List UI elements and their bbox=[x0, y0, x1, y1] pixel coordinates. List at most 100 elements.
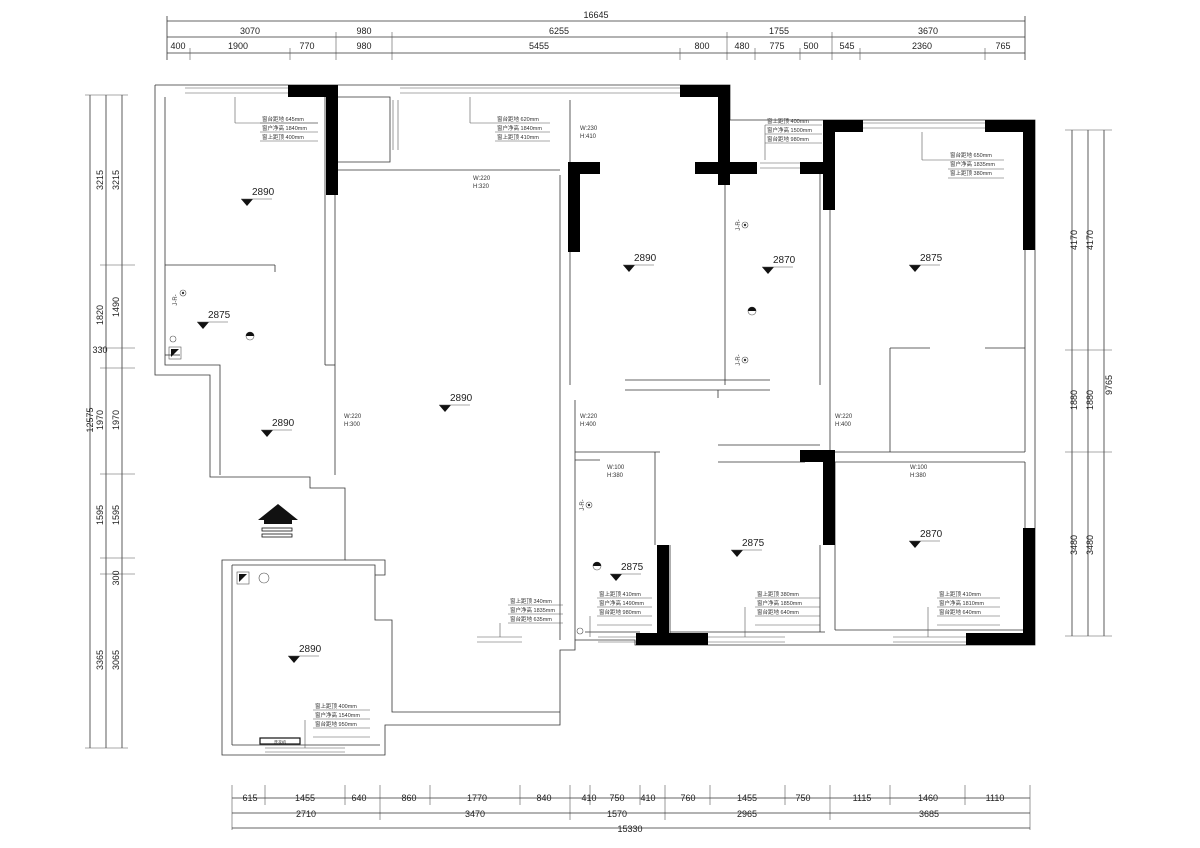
svg-text:2875: 2875 bbox=[621, 562, 644, 573]
height-marker-0: 2890 bbox=[241, 187, 275, 206]
right-dim-overall: 9765 bbox=[1104, 375, 1114, 395]
top-dim-overall: 16645 bbox=[583, 10, 608, 20]
window-note-5: 窗上距顶 410mm 窗户净高 1490mm 窗台距地 980mm bbox=[589, 590, 652, 637]
bottom-dim-r1-2: 640 bbox=[351, 793, 366, 803]
svg-text:窗户净高 1835mm: 窗户净高 1835mm bbox=[510, 606, 555, 614]
svg-text:窗户净高 1500mm: 窗户净高 1500mm bbox=[767, 126, 812, 134]
shaft-symbols bbox=[168, 346, 250, 585]
floor-drain-icon bbox=[169, 335, 177, 343]
top-dim-r3-6: 480 bbox=[734, 41, 749, 51]
svg-text:窗户净高 1490mm: 窗户净高 1490mm bbox=[599, 599, 644, 607]
bottom-dim-r1-12: 1115 bbox=[853, 793, 872, 803]
height-marker-6: 2870 bbox=[762, 255, 796, 274]
jr-marker-3: J-R- bbox=[580, 499, 593, 511]
bottom-dim-r1-3: 860 bbox=[401, 793, 416, 803]
left-dim-outer-2: 330 bbox=[92, 345, 107, 355]
window-note-3: 窗台距地 650mm 窗户净高 1835mm 窗上距顶 380mm bbox=[921, 132, 1004, 179]
left-dim-inner-1: 1490 bbox=[111, 297, 121, 317]
left-dim-outer-6: 3365 bbox=[95, 650, 105, 670]
bottom-dim-r1-4: 1770 bbox=[467, 793, 487, 803]
svg-text:窗台距地 635mm: 窗台距地 635mm bbox=[510, 615, 552, 623]
svg-text:W:220: W:220 bbox=[580, 414, 598, 420]
top-dimensions: 16645 3070 980 6255 1755 3670 400 1900 7… bbox=[166, 10, 1026, 60]
svg-text:窗上距顶 410mm: 窗上距顶 410mm bbox=[497, 133, 539, 141]
svg-text:2870: 2870 bbox=[773, 255, 796, 266]
svg-text:J-R-: J-R- bbox=[736, 219, 742, 230]
drain-symbols bbox=[169, 306, 757, 635]
svg-text:窗台距地 620mm: 窗台距地 620mm bbox=[497, 115, 539, 123]
svg-text:2875: 2875 bbox=[208, 310, 231, 321]
wall-outlines bbox=[154, 84, 1036, 756]
svg-text:H:410: H:410 bbox=[580, 134, 597, 140]
right-dimensions: 4170 1880 3480 4170 1880 3480 9765 bbox=[1065, 129, 1114, 637]
top-dim-r3-9: 545 bbox=[839, 41, 854, 51]
bottom-dim-r2-3: 2965 bbox=[737, 809, 757, 819]
top-dim-r2-2: 6255 bbox=[549, 26, 569, 36]
svg-text:窗台距地 950mm: 窗台距地 950mm bbox=[315, 720, 357, 728]
svg-text:2890: 2890 bbox=[450, 393, 473, 404]
svg-text:W:100: W:100 bbox=[607, 465, 625, 471]
svg-text:窗台距地 650mm: 窗台距地 650mm bbox=[950, 151, 992, 159]
height-marker-2: 2890 bbox=[261, 418, 295, 437]
svg-text:窗台距地 980mm: 窗台距地 980mm bbox=[599, 608, 641, 616]
svg-text:窗户净高 1850mm: 窗户净高 1850mm bbox=[757, 599, 802, 607]
height-markers: 2890 2875 2890 2890 2890 2890 2870 2875 bbox=[197, 187, 943, 663]
right-dim-inner-1: 1880 bbox=[1085, 390, 1095, 410]
svg-text:J-R-: J-R- bbox=[736, 354, 742, 365]
left-dim-outer-1: 1820 bbox=[95, 305, 105, 325]
bottom-dim-r1-6: 410 bbox=[581, 793, 596, 803]
svg-text:2875: 2875 bbox=[920, 253, 943, 264]
svg-text:窗户净高 1810mm: 窗户净高 1810mm bbox=[939, 599, 984, 607]
height-marker-8: 2875 bbox=[610, 562, 644, 581]
left-dim-outer-4: 1595 bbox=[95, 505, 105, 525]
left-dim-overall: 12575 bbox=[85, 407, 95, 432]
window-note-8: 窗上距顶 400mm 窗户净高 1540mm 窗台距地 950mm bbox=[304, 702, 370, 748]
window-note-1: 窗台距地 620mm 窗户净高 1840mm 窗上距顶 410mm bbox=[469, 97, 550, 142]
left-dim-inner-4: 3065 bbox=[111, 650, 121, 670]
bottom-dim-r1-13: 1460 bbox=[918, 793, 938, 803]
height-marker-9: 2875 bbox=[731, 538, 765, 557]
drain-icon bbox=[245, 331, 255, 341]
top-dim-r2-3: 1755 bbox=[769, 26, 789, 36]
top-dim-r3-4: 5455 bbox=[529, 41, 549, 51]
svg-text:J-R-: J-R- bbox=[580, 499, 586, 510]
window-note-0: 窗台距地 645mm 窗户净高 1840mm 窗上距顶 400mm bbox=[234, 97, 318, 142]
svg-text:窗户净高 1835mm: 窗户净高 1835mm bbox=[950, 160, 995, 168]
svg-text:H:400: H:400 bbox=[580, 422, 597, 428]
jr-markers: J-R- J-R- J-R- J-R- bbox=[173, 219, 749, 511]
svg-text:H:380: H:380 bbox=[910, 473, 927, 479]
right-dim-inner-2: 3480 bbox=[1085, 535, 1095, 555]
top-dim-r2-4: 3670 bbox=[918, 26, 938, 36]
left-dim-outer-0: 3215 bbox=[95, 170, 105, 190]
jr-marker-0: J-R- bbox=[173, 289, 187, 306]
sink-label: 洗衣机 bbox=[274, 739, 286, 745]
svg-text:窗台距地 640mm: 窗台距地 640mm bbox=[939, 608, 981, 616]
svg-text:W:220: W:220 bbox=[835, 414, 853, 420]
svg-text:2890: 2890 bbox=[299, 644, 322, 655]
svg-text:窗上距顶 340mm: 窗上距顶 340mm bbox=[510, 597, 552, 605]
window-note-7: 窗上距顶 410mm 窗户净高 1810mm 窗台距地 640mm bbox=[927, 590, 1000, 637]
height-marker-10: 2870 bbox=[909, 529, 943, 548]
svg-text:窗上距顶 410mm: 窗上距顶 410mm bbox=[599, 590, 641, 598]
bottom-dim-r1-14: 1110 bbox=[986, 793, 1005, 803]
window-note-4: 窗上距顶 340mm 窗户净高 1835mm 窗台距地 635mm bbox=[499, 597, 563, 637]
svg-text:H:380: H:380 bbox=[607, 473, 624, 479]
svg-text:窗台距地 980mm: 窗台距地 980mm bbox=[767, 135, 809, 143]
windows bbox=[185, 87, 985, 753]
window-note-2: 窗上距顶 400mm 窗户净高 1500mm 窗台距地 980mm bbox=[764, 117, 822, 160]
top-dim-r3-2: 770 bbox=[299, 41, 314, 51]
top-dim-r2-1: 980 bbox=[356, 26, 371, 36]
svg-text:窗上距顶 410mm: 窗上距顶 410mm bbox=[939, 590, 981, 598]
jr-marker-1: J-R- bbox=[736, 219, 749, 231]
floor-drain-icon bbox=[258, 572, 270, 584]
height-marker-5: 2890 bbox=[623, 253, 657, 272]
svg-text:2890: 2890 bbox=[272, 418, 295, 429]
svg-text:H:320: H:320 bbox=[473, 184, 490, 190]
